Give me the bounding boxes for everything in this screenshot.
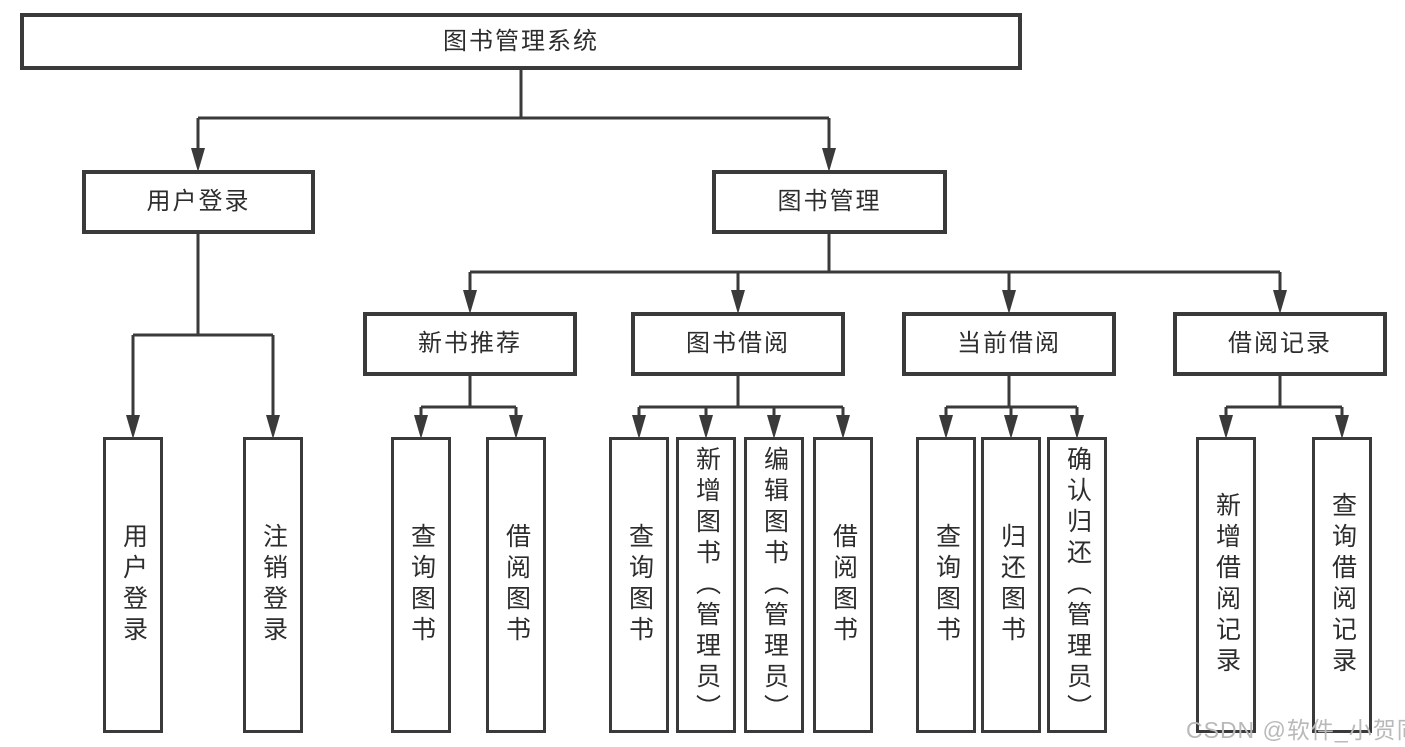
edge-newbook-to-leaves [419, 376, 518, 420]
node-book-borrow: 图书借阅 [631, 312, 845, 376]
node-label: 查询图书 [407, 523, 436, 647]
node-label: 确认归还（管理员） [1063, 445, 1092, 725]
node-label: 查询借阅记录 [1328, 492, 1357, 678]
arrowhead [1004, 415, 1018, 439]
node-label: 借阅图书 [829, 523, 858, 647]
node-label: 新书推荐 [418, 330, 522, 357]
arrowhead [126, 415, 140, 439]
node-label: 查询图书 [625, 523, 654, 647]
node-label: 新增借阅记录 [1212, 492, 1241, 678]
leaf-confirm-return-admin: 确认归还（管理员） [1047, 437, 1107, 733]
arrowhead [1219, 415, 1233, 439]
leaf-logout: 注销登录 [243, 437, 303, 733]
node-label: 借阅图书 [502, 523, 531, 647]
node-user-login: 用户登录 [82, 170, 315, 234]
edge-root-to-level2 [196, 70, 831, 152]
edge-bookmgmt-to-level3 [468, 234, 1282, 296]
edge-userlogin-to-leaves [131, 234, 275, 420]
node-label: 当前借阅 [957, 330, 1061, 357]
arrowhead [414, 415, 428, 439]
arrowhead [1273, 290, 1287, 314]
edge-borrowrecord-to-leaves [1224, 376, 1344, 420]
leaf-query-book-3: 查询图书 [916, 437, 976, 733]
node-label: 图书管理系统 [443, 27, 599, 55]
arrowhead [632, 415, 646, 439]
node-label: 借阅记录 [1228, 330, 1332, 357]
node-label: 注销登录 [259, 523, 288, 647]
node-new-book-recommend: 新书推荐 [363, 312, 577, 376]
node-borrow-record: 借阅记录 [1173, 312, 1387, 376]
arrowhead [822, 148, 836, 172]
arrowheads [126, 148, 1349, 439]
leaf-query-book-1: 查询图书 [391, 437, 451, 733]
node-label: 用户登录 [146, 188, 251, 215]
node-label: 新增图书（管理员） [692, 445, 721, 725]
leaf-borrow-book-1: 借阅图书 [486, 437, 546, 733]
arrowhead [1002, 290, 1016, 314]
arrowhead [1335, 415, 1349, 439]
leaf-query-book-2: 查询图书 [609, 437, 669, 733]
arrowhead [1070, 415, 1084, 439]
arrowhead [509, 415, 523, 439]
leaf-borrow-book-2: 借阅图书 [813, 437, 873, 733]
arrowhead [463, 290, 477, 314]
arrowhead [699, 415, 713, 439]
arrowhead [767, 415, 781, 439]
node-root-system: 图书管理系统 [20, 13, 1022, 70]
node-label: 图书管理 [777, 188, 882, 215]
node-label: 归还图书 [997, 523, 1026, 647]
leaf-user-login: 用户登录 [103, 437, 163, 733]
leaf-return-book: 归还图书 [981, 437, 1041, 733]
leaf-query-borrow-record: 查询借阅记录 [1312, 437, 1372, 733]
leaf-add-borrow-record: 新增借阅记录 [1196, 437, 1256, 733]
arrowhead [836, 415, 850, 439]
edge-bookborrow-to-leaves [637, 376, 845, 420]
edge-currentborrow-to-leaves [944, 376, 1079, 420]
node-label: 用户登录 [119, 523, 148, 647]
arrowhead [191, 148, 205, 172]
leaf-edit-book-admin: 编辑图书（管理员） [744, 437, 804, 733]
node-label: 图书借阅 [686, 330, 790, 357]
arrowhead [939, 415, 953, 439]
node-book-management: 图书管理 [712, 170, 947, 234]
node-label: 编辑图书（管理员） [760, 445, 789, 725]
node-label: 查询图书 [932, 523, 961, 647]
node-current-borrow: 当前借阅 [902, 312, 1116, 376]
leaf-add-book-admin: 新增图书（管理员） [676, 437, 736, 733]
arrowhead [266, 415, 280, 439]
arrowhead [731, 290, 745, 314]
csdn-watermark: CSDN @软件_小贺同学 [1186, 717, 1405, 743]
